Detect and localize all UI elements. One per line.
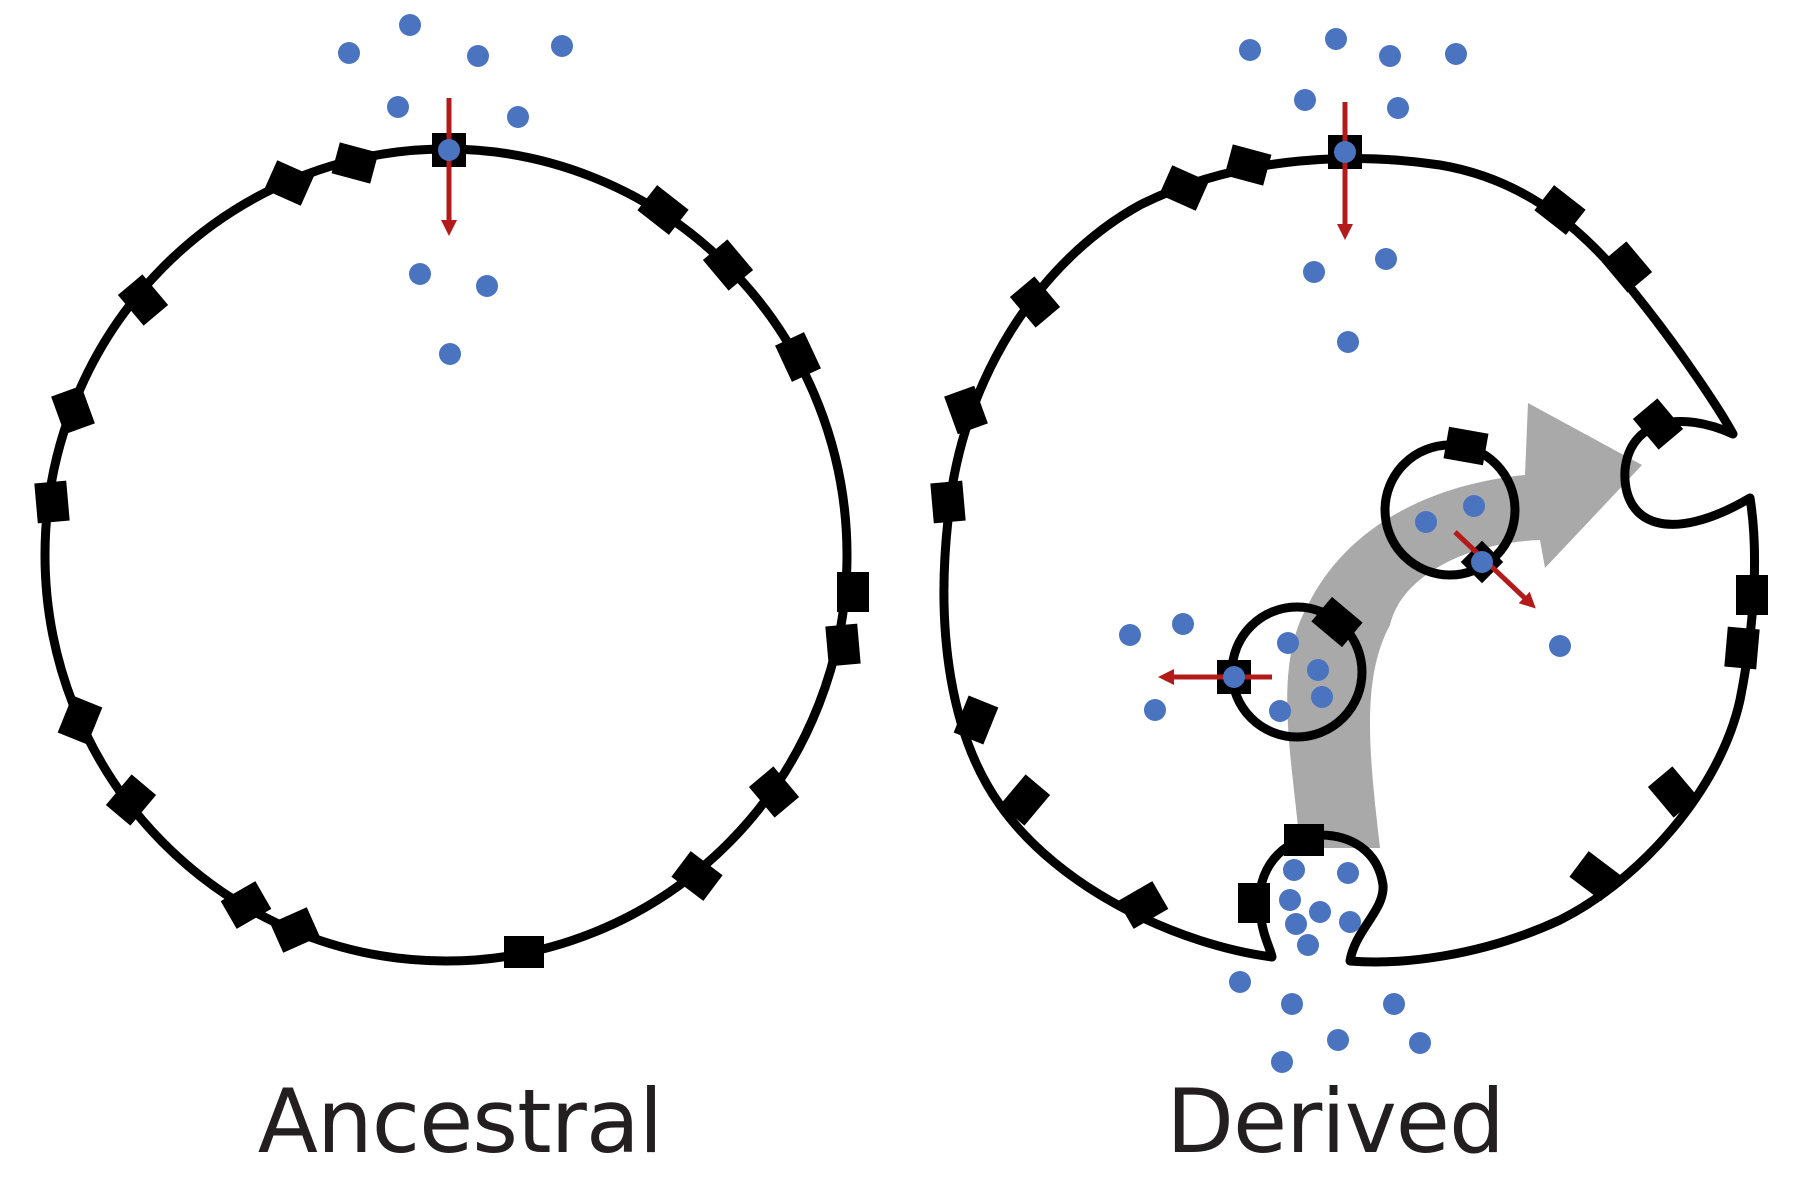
particle-icon <box>387 96 409 118</box>
ancestral-transporters <box>34 133 869 968</box>
transporter-icon <box>944 385 988 435</box>
transporter-icon <box>1224 144 1272 186</box>
particle-icon <box>1471 551 1493 573</box>
particle-icon <box>476 275 498 297</box>
particle-icon <box>507 106 529 128</box>
particle-icon <box>1337 331 1359 353</box>
transporter-icon <box>1569 851 1621 901</box>
particle-icon <box>338 42 360 64</box>
transporter-icon <box>1736 575 1768 615</box>
transporter-icon <box>1238 883 1270 923</box>
transporter-icon <box>1632 398 1684 450</box>
transporter-icon <box>57 695 103 745</box>
ancestral-particles <box>338 14 573 365</box>
transporter-icon <box>1159 165 1209 211</box>
export-arrow-diagonal-icon <box>1453 530 1536 609</box>
transporter-icon <box>637 185 689 235</box>
particle-icon <box>1277 632 1299 654</box>
particle-icon <box>1311 686 1333 708</box>
particle-icon <box>1325 28 1347 50</box>
particle-icon <box>1239 39 1261 61</box>
derived-transporters <box>930 135 1768 929</box>
particle-icon <box>1387 97 1409 119</box>
particle-icon <box>1445 43 1467 65</box>
ancestral-label: Ancestral <box>257 1070 663 1173</box>
transporter-icon <box>117 274 169 326</box>
particle-icon <box>1375 248 1397 270</box>
particle-icon <box>1223 666 1245 688</box>
particle-icon <box>1549 635 1571 657</box>
transporter-icon <box>702 239 754 291</box>
particle-icon <box>1172 613 1194 635</box>
particle-icon <box>1409 1032 1431 1054</box>
derived-particles <box>1119 28 1571 1073</box>
transporter-icon <box>1311 596 1363 648</box>
transporter-icon <box>331 142 379 184</box>
particle-icon <box>1271 1051 1293 1073</box>
transporter-icon <box>1724 626 1760 670</box>
transporter-icon <box>105 774 157 826</box>
particle-icon <box>1327 1029 1349 1051</box>
particle-icon <box>467 45 489 67</box>
transporter-icon <box>264 160 314 206</box>
transporter-icon <box>1443 426 1489 466</box>
transporter-icon <box>837 572 869 612</box>
transporter-icon <box>748 766 800 818</box>
particle-icon <box>409 263 431 285</box>
particle-icon <box>1307 659 1329 681</box>
transporter-icon <box>930 480 966 524</box>
particle-icon <box>1281 993 1303 1015</box>
transporter-icon <box>775 332 821 382</box>
particle-icon <box>1303 261 1325 283</box>
particle-icon <box>1294 89 1316 111</box>
transporter-icon <box>999 774 1051 826</box>
vesicle-flow-arrow <box>1287 403 1642 848</box>
transporter-icon <box>1117 881 1169 929</box>
ancestral-panel <box>34 14 869 968</box>
particle-icon <box>439 343 461 365</box>
transporter-icon <box>504 936 544 968</box>
particle-icon <box>1463 495 1485 517</box>
particle-icon <box>1269 700 1291 722</box>
particle-icon <box>1279 889 1301 911</box>
particle-icon <box>1415 511 1437 533</box>
transporter-icon <box>34 480 70 524</box>
transporter-icon <box>825 623 861 667</box>
particle-icon <box>438 139 460 161</box>
transporter-icon <box>1284 824 1324 856</box>
transporter-icon <box>1534 185 1586 235</box>
derived-label: Derived <box>1166 1070 1505 1173</box>
particle-icon <box>1309 901 1331 923</box>
transporter-icon <box>51 385 95 435</box>
particle-icon <box>1285 913 1307 935</box>
transporter-icon <box>1601 241 1653 293</box>
particle-icon <box>1383 993 1405 1015</box>
particle-icon <box>1119 624 1141 646</box>
particle-icon <box>1229 971 1251 993</box>
particle-icon <box>1144 699 1166 721</box>
particle-icon <box>1337 862 1359 884</box>
transporter-icon <box>1009 276 1061 328</box>
derived-panel <box>930 28 1768 1073</box>
particle-icon <box>399 14 421 36</box>
transporter-icon <box>270 907 320 953</box>
particle-icon <box>1283 859 1305 881</box>
particle-icon <box>1339 911 1361 933</box>
particle-icon <box>551 35 573 57</box>
transporter-icon <box>1647 766 1699 818</box>
transporter-icon <box>671 851 723 901</box>
transporter-icon <box>220 881 272 929</box>
particle-icon <box>1334 141 1356 163</box>
transporter-icon <box>953 695 999 745</box>
particle-icon <box>1297 934 1319 956</box>
particle-icon <box>1379 45 1401 67</box>
